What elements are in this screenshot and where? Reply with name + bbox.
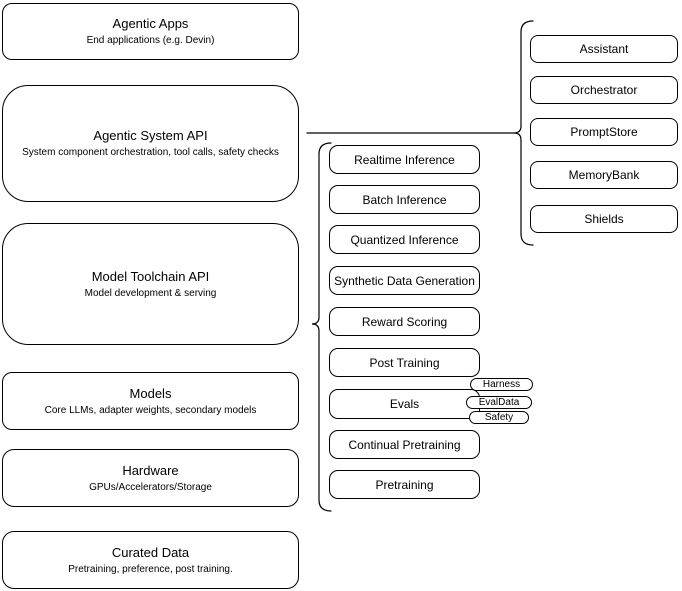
layer-subtitle: Pretraining, preference, post training. xyxy=(68,563,233,575)
layer-title: Curated Data xyxy=(111,544,190,560)
toolchain-item-realtime-inference: Realtime Inference xyxy=(329,145,480,174)
layer-agentic-system-api: Agentic System API System component orch… xyxy=(2,85,299,202)
component-memorybank: MemoryBank xyxy=(530,161,678,189)
toolchain-item-continual-pretraining: Continual Pretraining xyxy=(329,430,480,459)
layer-subtitle: End applications (e.g. Devin) xyxy=(86,35,215,46)
toolchain-item-batch-inference: Batch Inference xyxy=(329,185,480,214)
eval-tag-harness: Harness xyxy=(470,378,533,391)
layer-subtitle: System component orchestration, tool cal… xyxy=(22,147,279,158)
layer-subtitle: GPUs/Accelerators/Storage xyxy=(89,481,212,493)
component-assistant: Assistant xyxy=(530,35,678,63)
layer-curated-data: Curated Data Pretraining, preference, po… xyxy=(2,531,299,589)
component-shields: Shields xyxy=(530,205,678,233)
toolchain-item-synthetic-data-generation: Synthetic Data Generation xyxy=(329,266,480,295)
eval-tag-safety: Safety xyxy=(469,411,529,424)
layer-hardware: Hardware GPUs/Accelerators/Storage xyxy=(2,449,299,507)
toolchain-item-post-training: Post Training xyxy=(329,348,480,377)
layer-agentic-apps: Agentic Apps End applications (e.g. Devi… xyxy=(2,3,299,60)
toolchain-item-reward-scoring: Reward Scoring xyxy=(329,307,480,336)
layer-subtitle: Core LLMs, adapter weights, secondary mo… xyxy=(44,404,257,416)
layer-models: Models Core LLMs, adapter weights, secon… xyxy=(2,372,299,430)
component-promptstore: PromptStore xyxy=(530,118,678,146)
layer-subtitle: Model development & serving xyxy=(84,287,217,299)
layer-title: Hardware xyxy=(122,462,179,478)
layer-title: Agentic System API xyxy=(93,128,208,143)
component-orchestrator: Orchestrator xyxy=(530,76,678,104)
layer-title: Model Toolchain API xyxy=(91,268,210,284)
eval-tag-evaldata: EvalData xyxy=(466,396,532,409)
toolchain-item-quantized-inference: Quantized Inference xyxy=(329,225,480,254)
toolchain-item-pretraining: Pretraining xyxy=(329,470,480,499)
layer-title: Models xyxy=(129,385,172,401)
toolchain-item-evals: Evals xyxy=(329,389,480,419)
layer-title: Agentic Apps xyxy=(112,16,189,31)
layer-model-toolchain-api: Model Toolchain API Model development & … xyxy=(2,223,299,345)
